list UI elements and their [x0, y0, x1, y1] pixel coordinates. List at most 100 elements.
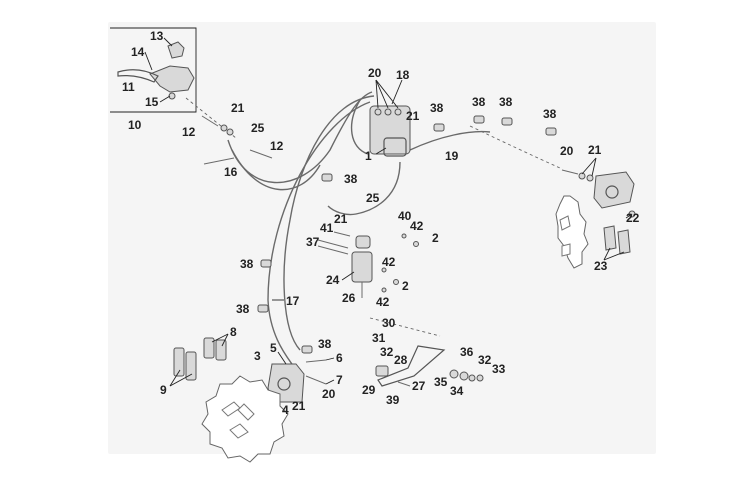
- leader-21-rear-a: [581, 157, 597, 175]
- callout-3: 3: [254, 349, 261, 363]
- callout-25-top: 25: [251, 121, 265, 135]
- brake-pedal-27: [377, 345, 446, 387]
- rear-washer-21-a: [578, 172, 586, 180]
- grommet-38-c: [501, 117, 513, 126]
- diagram-panel: [108, 22, 656, 454]
- grommet-38-d: [545, 127, 557, 136]
- callout-5: 5: [270, 341, 277, 355]
- callout-36: 36: [460, 345, 474, 359]
- callout-21-mid: 21: [334, 212, 348, 226]
- callout-20-rear: 20: [560, 144, 574, 158]
- callout-2-b: 2: [402, 279, 409, 293]
- brake-pad-9-b: [185, 351, 197, 381]
- abs-body: [369, 105, 411, 155]
- bolt-42-b: [381, 267, 387, 273]
- master-cylinder-body: [149, 65, 195, 93]
- bolt-2-a: [413, 241, 419, 247]
- leader-23-b: [603, 251, 625, 261]
- callout-29: 29: [362, 383, 376, 397]
- hose-to-abs: [350, 99, 369, 155]
- callout-11: 11: [122, 80, 135, 94]
- grommet-38-g: [257, 304, 269, 313]
- pedal-washer-34: [468, 374, 476, 382]
- front-brake-disc: [201, 375, 289, 463]
- abs-fitting-c: [394, 108, 402, 116]
- assembly-line-pedal: [369, 317, 441, 337]
- disc-cutout-c: [229, 423, 249, 439]
- group-bracket: [110, 27, 197, 113]
- callout-33: 33: [492, 362, 506, 376]
- leader-1: [375, 147, 387, 155]
- callout-21-top-left: 21: [231, 101, 245, 115]
- grommet-38-h: [301, 345, 313, 354]
- callout-12-left: 12: [182, 125, 196, 139]
- abs-pump: [383, 137, 407, 157]
- master-cylinder-cap: [355, 235, 371, 249]
- rear-brake-disc: [555, 195, 589, 269]
- callout-20-bottom: 20: [322, 387, 336, 401]
- callout-9: 9: [160, 383, 167, 397]
- fitting-41: [333, 231, 351, 237]
- abs-fitting-b: [384, 108, 392, 116]
- brake-pads-left: [173, 337, 227, 381]
- pedal-bolt-39: [397, 381, 411, 387]
- grommet-38-f: [260, 259, 272, 268]
- bolt-42-a: [401, 233, 407, 239]
- callout-26: 26: [342, 291, 356, 305]
- rear-disc-outline: [555, 195, 589, 269]
- callout-41: 41: [320, 221, 334, 235]
- callout-2-a: 2: [432, 231, 439, 245]
- callout-20-top: 20: [368, 66, 382, 80]
- fitting-37-b: [317, 245, 349, 255]
- callout-34: 34: [450, 384, 464, 398]
- fitting-37-a: [317, 239, 349, 249]
- callout-21-abs: 21: [406, 109, 420, 123]
- callout-4: 4: [282, 403, 289, 417]
- callout-42-b: 42: [382, 255, 396, 269]
- callout-27: 27: [412, 379, 426, 393]
- pedal-bushing-36: [459, 371, 469, 381]
- brake-pad-9-a: [173, 347, 185, 377]
- rear-washer-21-b: [586, 174, 594, 182]
- caliper-bolt-6: [305, 359, 327, 363]
- callout-35: 35: [434, 375, 448, 389]
- caliper-piston: [277, 377, 291, 391]
- callout-38-b: 38: [472, 95, 486, 109]
- leader-13: [163, 37, 173, 47]
- fitting-16: [203, 157, 235, 165]
- leader-9-b: [169, 373, 193, 387]
- callout-15: 15: [145, 95, 159, 109]
- brake-pad-8-b: [215, 339, 227, 361]
- leader-20-top-c: [375, 79, 399, 109]
- bolt-12-left: [201, 115, 219, 127]
- leader-14: [144, 51, 153, 71]
- rear-banjo-bolt-20: [561, 169, 579, 175]
- leader-8-a: [211, 333, 229, 343]
- callout-6: 6: [336, 351, 343, 365]
- brake-pedal-assembly: [375, 345, 484, 387]
- disc-outline: [201, 375, 289, 463]
- callout-1: 1: [365, 149, 372, 163]
- bolt-12-right: [249, 149, 273, 159]
- rear-caliper-piston: [605, 185, 619, 199]
- callout-40: 40: [398, 209, 412, 223]
- brake-pad-8-a: [203, 337, 215, 359]
- callout-32-right: 32: [478, 353, 492, 367]
- bolt-42-c: [381, 287, 387, 293]
- caliper-body-22: [593, 171, 635, 209]
- callout-8: 8: [230, 325, 237, 339]
- pedal-nut-33: [476, 374, 484, 382]
- callout-23: 23: [594, 259, 608, 273]
- leader-22: [625, 213, 633, 219]
- callout-42-c: 42: [376, 295, 390, 309]
- leader-21-rear-b: [591, 157, 597, 177]
- callout-13: 13: [150, 29, 164, 43]
- leader-23: [603, 247, 611, 261]
- leader-20-top-b: [375, 79, 389, 109]
- hose-17-inner: [267, 101, 371, 371]
- callout-24: 24: [326, 273, 340, 287]
- caliper-bolt-7: [305, 375, 327, 385]
- callout-38-e: 38: [344, 172, 358, 186]
- callout-38-g: 38: [236, 302, 250, 316]
